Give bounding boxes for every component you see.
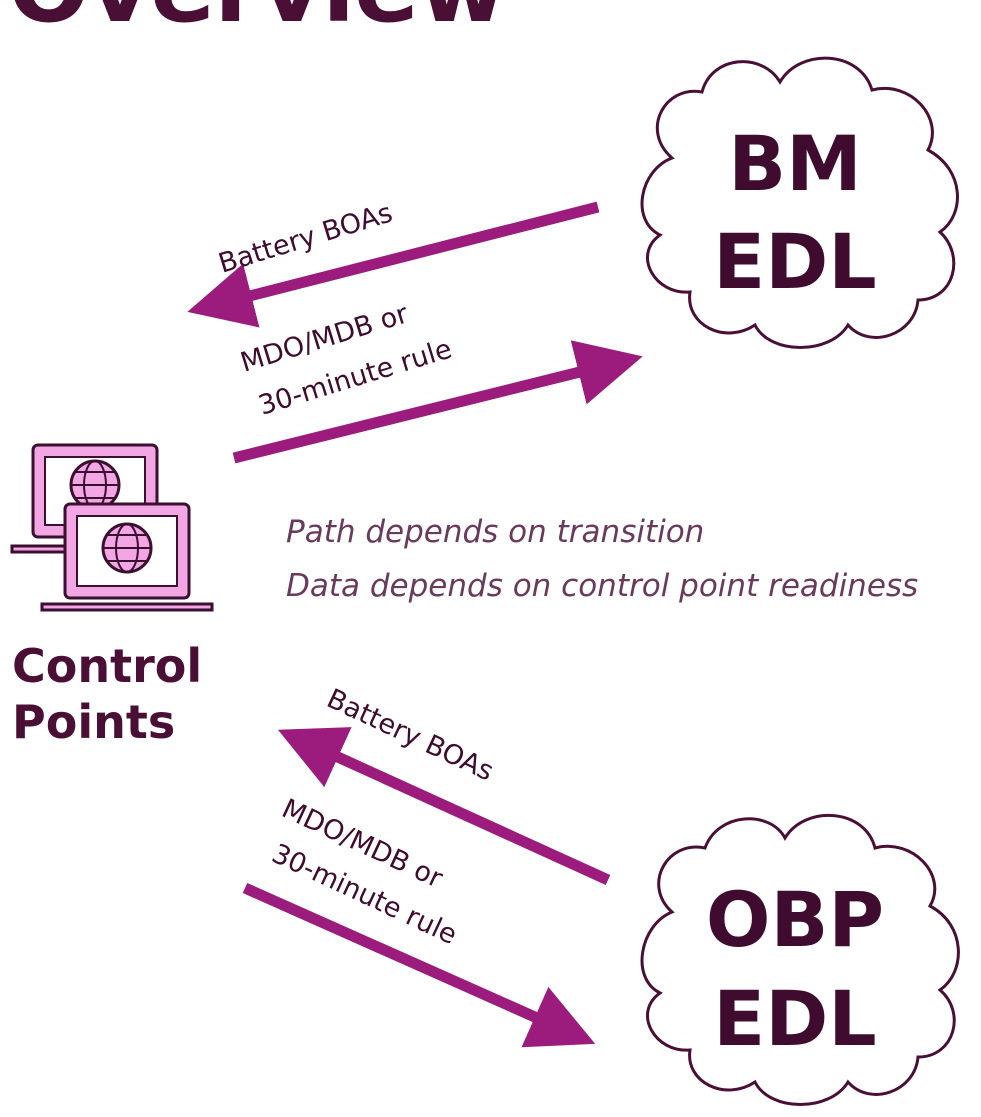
bm-edl-label: EDL (713, 217, 876, 306)
control-points-line2: Points (12, 695, 176, 750)
arrow-mdo-mdb-bottom (242, 882, 596, 1048)
control-points-line1: Control (12, 639, 203, 693)
bottom-battery-boas-label: Battery BOAs (322, 683, 498, 787)
obp-edl-cloud: OBP EDL (640, 814, 960, 1106)
laptop-icon (10, 443, 214, 612)
globe-icon (69, 459, 121, 511)
control-points-label: Control Points (12, 638, 202, 750)
bm-label: BM (728, 119, 862, 208)
obp-edl-label: EDL (713, 974, 876, 1063)
globe-icon (101, 522, 153, 574)
arrow-mdo-mdb-top (232, 340, 643, 464)
arrow-battery-boas-top (187, 201, 600, 328)
obp-label: OBP (706, 875, 884, 964)
cloud-shape (640, 56, 959, 349)
note-path: Path depends on transition (286, 514, 705, 550)
arrow-battery-boas-bottom (277, 727, 611, 886)
cloud-shape (640, 814, 960, 1106)
bm-edl-cloud: BM EDL (640, 56, 959, 349)
page-title: Overview (8, 0, 507, 36)
note-data: Data depends on control point readiness (286, 568, 919, 605)
notes: Path depends on transition Data depends … (286, 512, 926, 621)
